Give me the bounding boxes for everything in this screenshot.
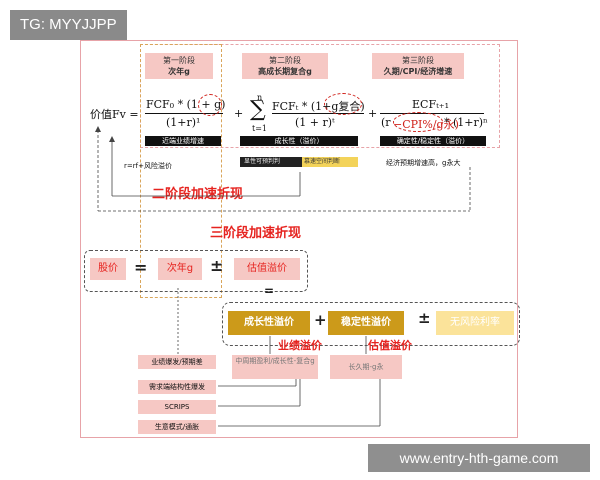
stability-premium-box: 稳定性溢价 xyxy=(328,311,404,335)
stage-1-line1: 第一阶段 xyxy=(163,56,195,65)
equals-sign: = xyxy=(134,258,148,277)
stage-1-header: 第一阶段 次年g xyxy=(145,53,213,79)
stage1-column-outline xyxy=(140,44,222,298)
g-compound-circle xyxy=(324,93,362,115)
term2-denominator: (1 + r)ᵗ xyxy=(295,116,335,129)
econ-growth-note: 经济预期增速高，g永大 xyxy=(386,159,461,167)
rfr-note: r=rf+风险溢价 xyxy=(124,162,172,170)
term3-denominator-c: * (1+r)ⁿ xyxy=(444,116,488,129)
term3-numerator: ECFₜ₊₁ xyxy=(412,98,450,111)
term1-denominator: (1+r)¹ xyxy=(166,116,201,129)
next-year-g-box: 次年g xyxy=(158,258,202,280)
driver-3: SCRIPS xyxy=(138,400,216,414)
term2-fraction-line xyxy=(272,113,364,114)
stage-3-line2: 久期/CPI/经济增速 xyxy=(383,67,453,76)
driver-2: 需求端结构性爆发 xyxy=(138,380,216,394)
valuation-premium-label: 估值溢价 xyxy=(368,339,412,352)
predict-strip-label: 显性可预判判 xyxy=(244,158,281,165)
plus-1: + xyxy=(234,107,244,120)
equals-sign-2: = xyxy=(264,284,275,298)
space-strip xyxy=(302,157,358,167)
cpi-highlight-circle xyxy=(393,112,443,132)
stage-1-line2: 次年g xyxy=(168,67,190,76)
stage-2-line2: 高成长期复合g xyxy=(258,67,312,76)
sum-top: n xyxy=(257,93,263,102)
stage-2-header: 第二阶段 高成长期复合g xyxy=(242,53,328,79)
stage-3-header: 第三阶段 久期/CPI/经济增速 xyxy=(372,53,464,79)
sum-bottom: t=1 xyxy=(252,124,268,133)
mid-cycle-box: 中周期盈利/成长性-复合g xyxy=(232,355,318,379)
space-strip-label: 慕速空间判断 xyxy=(304,158,341,165)
watermark: www.entry-hth-game.com xyxy=(368,444,590,472)
riskfree-rate-box: 无风险利率 xyxy=(436,311,514,335)
two-stage-label: 二阶段加速折现 xyxy=(152,187,244,202)
valuation-premium-box: 估值溢价 xyxy=(234,258,300,280)
plus-minus-sign: ± xyxy=(210,256,224,275)
stage-3-line1: 第三阶段 xyxy=(402,56,434,65)
equation-outline xyxy=(84,250,308,292)
three-stage-label: 三阶段加速折现 xyxy=(210,226,302,241)
driver-4: 生意模式/通胀 xyxy=(138,420,216,434)
predict-strip xyxy=(240,157,358,167)
g-highlight-circle xyxy=(198,94,222,116)
term3-denominator-a: (r xyxy=(381,116,391,129)
premium-outline xyxy=(222,302,520,346)
stage-2-line1: 第二阶段 xyxy=(269,56,301,65)
premium-plus-minus: ± xyxy=(418,309,431,327)
bar-growth-premium: 成长性（溢价） xyxy=(240,136,358,146)
premium-plus: + xyxy=(314,311,327,329)
sum-symbol: ∑ xyxy=(250,97,266,122)
growth-premium-label: 业绩溢价 xyxy=(278,339,322,352)
term1-fraction-line xyxy=(145,113,223,114)
diagram-frame xyxy=(80,40,518,438)
pv-label: 价值Fv = xyxy=(90,108,139,121)
growth-premium-box: 成长性溢价 xyxy=(228,311,310,335)
bar-near-term-growth: 近端业绩增速 xyxy=(145,136,221,146)
long-duration-box: 长久期-g永 xyxy=(330,355,402,379)
price-box: 股价 xyxy=(90,258,126,280)
tag-label: TG: MYYJJPP xyxy=(10,10,127,40)
plus-2: + xyxy=(368,107,378,120)
bar-stability-premium: 确定性/稳定性（溢价） xyxy=(380,136,486,146)
driver-1: 业绩爆发/预期差 xyxy=(138,355,216,369)
